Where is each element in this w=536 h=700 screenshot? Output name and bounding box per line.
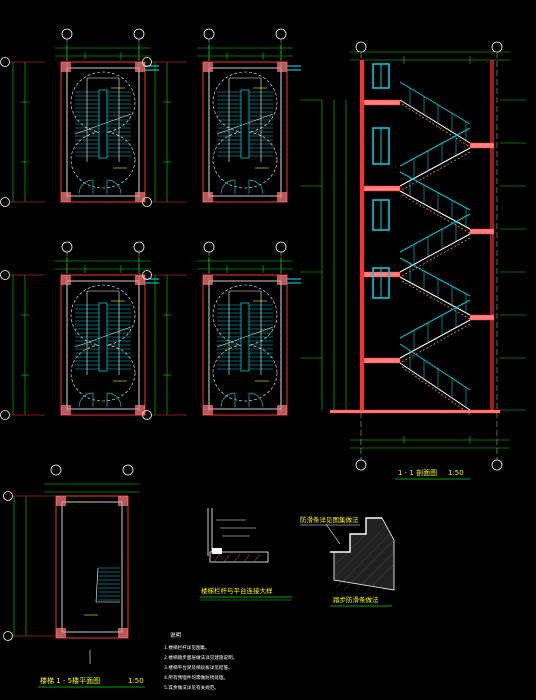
top-floor-plan <box>3 464 140 664</box>
tread-detail-label: 踏步防滑条做法 <box>333 595 379 604</box>
note-line-2: 2.楼梯踏步面层做法详见建施说明。 <box>164 654 237 661</box>
tread-note: 防滑条详见图集做法 <box>300 515 359 524</box>
note-line-4: 4.所有预埋件均需做防锈处理。 <box>164 674 228 681</box>
note-line-3: 3.楼梯平台梁及梯段板详见结施。 <box>164 664 233 671</box>
section-scale: 1:50 <box>448 469 464 477</box>
note-line-1: 1.楼梯栏杆详见图集。 <box>164 644 210 651</box>
notes: 说明 1.楼梯栏杆详见图集。 2.楼梯踏步面层做法详见建施说明。 3.楼梯平台梁… <box>164 631 237 691</box>
section-title: 1 - 1 剖面图 <box>398 468 437 477</box>
top-plan-scale: 1:50 <box>128 677 144 685</box>
notes-heading: 说明 <box>170 631 182 639</box>
railing-detail <box>207 508 269 563</box>
tread-detail <box>325 517 395 591</box>
railing-detail-label: 楼梯栏杆与平台连接大样 <box>201 586 273 595</box>
note-line-5: 5.其余做法详见有关规范。 <box>164 684 219 691</box>
top-plan-title: 楼梯 1 - 5楼平面图 <box>40 676 100 685</box>
section-elevation <box>300 41 526 471</box>
